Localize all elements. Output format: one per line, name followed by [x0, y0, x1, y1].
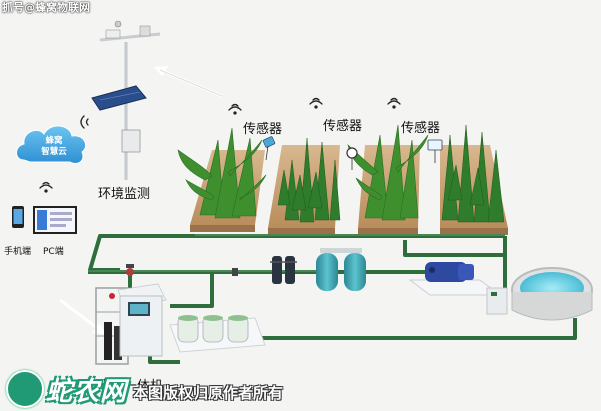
pump-unit [408, 262, 502, 296]
snake-logo-icon [6, 370, 44, 408]
pc-label: PC端 [43, 247, 64, 257]
mobile-label: 手机端 [4, 247, 32, 257]
sensor-label-1: 传感器 [243, 122, 283, 137]
arrow-icon [59, 298, 106, 334]
filter-unit [270, 256, 297, 284]
copyright-notice: 本图版权归原作者所有 [133, 384, 284, 402]
arrow-icon [154, 66, 223, 98]
brand-logo-text: 蛇农网 [46, 377, 128, 407]
wifi-icon [80, 115, 89, 129]
weather-station [91, 20, 161, 180]
wifi-icon [39, 181, 53, 193]
control-box [486, 287, 508, 315]
wifi-icon [309, 97, 323, 109]
pipe-network [88, 234, 577, 364]
cloud-label-line2: 智慧云 [41, 147, 67, 157]
cloud-label-line1: 蜂窝 [45, 136, 63, 146]
sensor-device-1 [262, 136, 276, 161]
sensor-label-3: 传感器 [401, 121, 441, 136]
sand-filter-tanks [316, 248, 366, 291]
fertilizer-buckets [169, 315, 266, 353]
water-pool [511, 267, 593, 321]
wifi-icon [387, 97, 401, 109]
corn-plants-1 [177, 127, 267, 219]
cloud-icon [16, 125, 87, 165]
sensor-label-2: 传感器 [323, 119, 363, 134]
valve-icon [126, 264, 134, 276]
corn-plants-3 [347, 124, 429, 221]
tree-plants-4 [441, 124, 505, 223]
phone-icon [12, 206, 24, 228]
machine-label: 水肥一体机 [98, 379, 164, 394]
monitor-icon [33, 206, 77, 234]
cloud-label: 蜂窝 智慧云 [28, 136, 80, 158]
sensor-device-2 [346, 147, 358, 170]
fertigation-machine [95, 283, 167, 365]
wifi-icon [228, 103, 242, 115]
tree-plants-2 [277, 137, 341, 223]
env-monitoring-label: 环境监测 [98, 187, 151, 202]
sensor-device-3 [427, 139, 443, 163]
valve-icon [232, 268, 238, 276]
top-watermark: 抓号@蜂窝物联网 [2, 1, 90, 14]
